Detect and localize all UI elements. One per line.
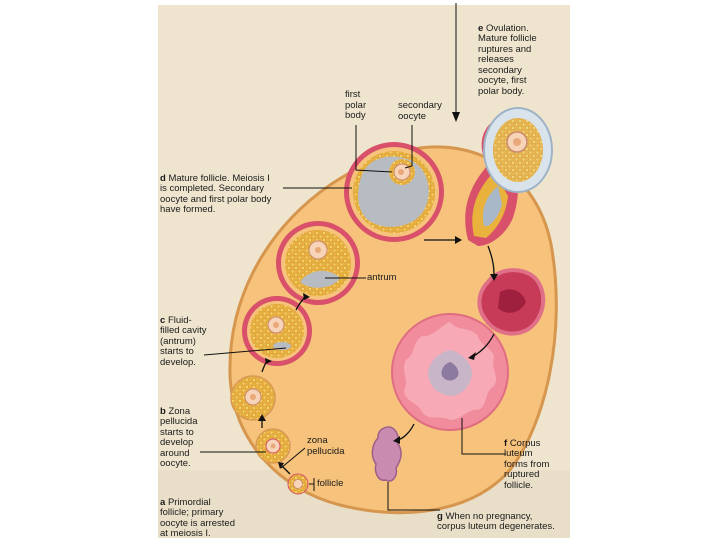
fluid-cavity-follicle <box>242 296 312 366</box>
label-primordial-follicle-letter: a <box>160 496 166 508</box>
label-mature-follicle: d Mature follicle. Meiosis I is complete… <box>160 163 271 216</box>
label-corpus-luteum-degenerates-letter: g <box>437 510 443 522</box>
cycle-arrowheads <box>258 236 498 469</box>
label-antrum: antrum <box>367 272 397 283</box>
label-zona-develops-text: Zona pellucida starts to develop around … <box>160 405 198 469</box>
label-fluid-cavity-text: Fluid- filled cavity (antrum) starts to … <box>160 314 207 368</box>
label-follicle: follicle <box>317 478 344 489</box>
label-primordial-follicle-text: Primordial follicle; primary oocyte is a… <box>160 496 235 539</box>
label-primordial-follicle: a Primordial follicle; primary oocyte is… <box>160 487 235 540</box>
label-secondary-oocyte: secondary oocyte <box>398 100 442 122</box>
label-ovulation-text: Ovulation. Mature follicle ruptures and … <box>478 22 537 97</box>
antral-follicle <box>276 221 360 305</box>
label-corpus-luteum-degenerates: g When no pregnancy, corpus luteum degen… <box>437 501 555 533</box>
secondary-follicle <box>230 375 276 421</box>
label-fluid-cavity-letter: c <box>160 314 166 326</box>
label-ovulation: e Ovulation. Mature follicle ruptures an… <box>478 13 537 97</box>
label-zona-pellucida: zona pellucida <box>307 435 345 457</box>
label-mature-follicle-letter: d <box>160 172 166 184</box>
label-mature-follicle-text: Mature follicle. Meiosis I is completed.… <box>160 172 272 215</box>
primordial-follicle <box>287 473 309 495</box>
label-zona-develops-letter: b <box>160 405 166 417</box>
mature-follicle <box>344 142 444 242</box>
ovulating-follicle <box>465 107 553 246</box>
label-fluid-cavity: c Fluid- filled cavity (antrum) starts t… <box>160 305 206 368</box>
label-first-polar-body: first polar body <box>345 89 367 121</box>
label-zona-develops: b Zona pellucida starts to develop aroun… <box>160 396 198 470</box>
leader-lines <box>200 125 506 511</box>
ovulation-pointer-arrowhead <box>452 112 460 122</box>
label-corpus-luteum: f Corpus luteum forms from ruptured foll… <box>504 428 549 491</box>
primary-follicle <box>255 428 291 464</box>
label-corpus-luteum-degenerates-text: When no pregnancy, corpus luteum degener… <box>437 510 555 532</box>
label-ovulation-letter: e <box>478 22 484 34</box>
label-corpus-luteum-letter: f <box>504 437 508 449</box>
label-corpus-luteum-text: Corpus luteum forms from ruptured follic… <box>504 437 550 491</box>
corpus-luteum <box>391 313 509 431</box>
